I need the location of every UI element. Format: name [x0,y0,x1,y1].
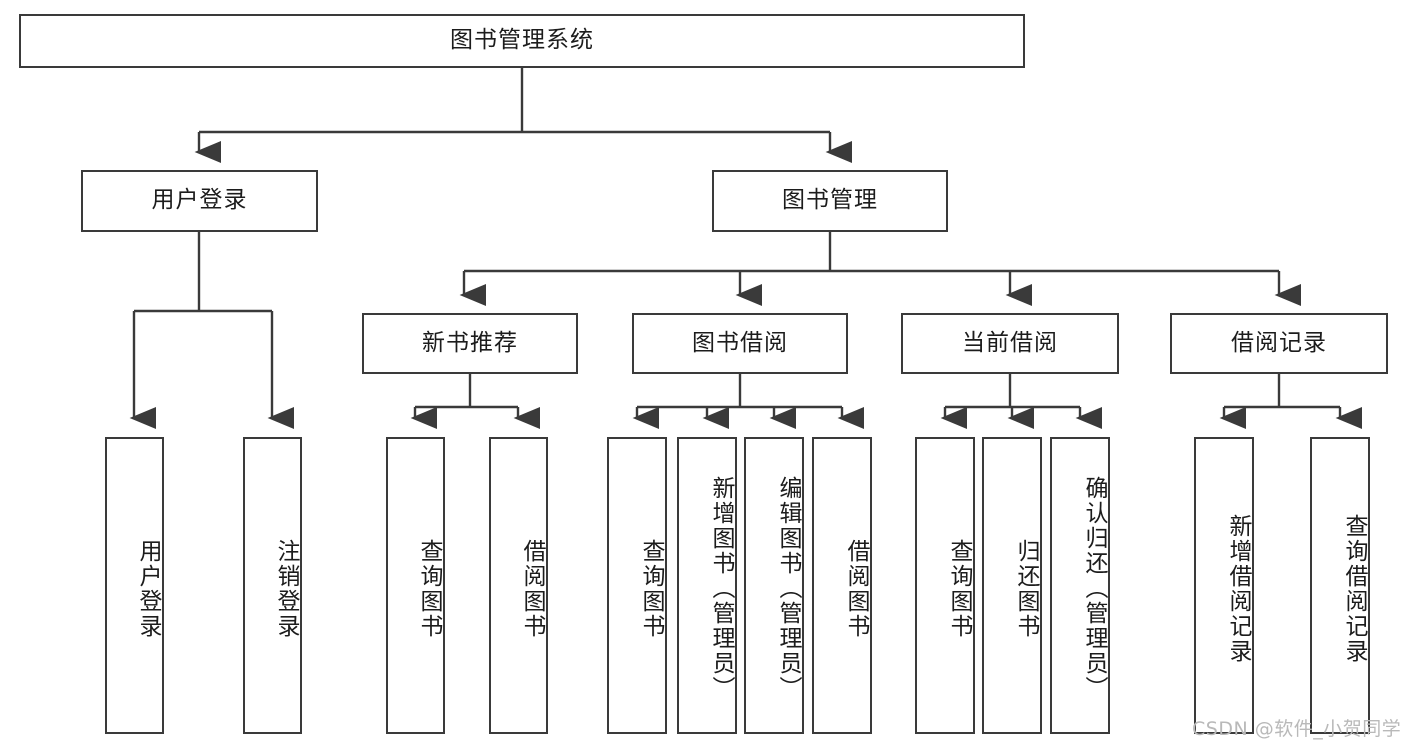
leaf-add-book[interactable]: 新增图书（管理员） [677,437,737,734]
node-book-management[interactable]: 图书管理 [712,170,948,232]
leaf-query-record-label: 查询借阅记录 [1341,513,1367,664]
node-borrow-record[interactable]: 借阅记录 [1170,313,1388,374]
node-new-book-recommend[interactable]: 新书推荐 [362,313,578,374]
node-new-book-recommend-label: 新书推荐 [422,329,518,356]
leaf-edit-book-label: 编辑图书（管理员） [775,476,801,701]
node-root[interactable]: 图书管理系统 [19,14,1025,68]
leaf-query-record[interactable]: 查询借阅记录 [1310,437,1370,734]
node-borrow-record-label: 借阅记录 [1231,329,1327,356]
node-user-login-label: 用户登录 [151,187,248,214]
leaf-add-record-label: 新增借阅记录 [1225,513,1251,664]
node-user-login[interactable]: 用户登录 [81,170,318,232]
node-book-borrow-label: 图书借阅 [692,329,788,356]
leaf-borrow-book-2-label: 借阅图书 [843,538,869,639]
node-current-borrow[interactable]: 当前借阅 [901,313,1119,374]
leaf-return-book[interactable]: 归还图书 [982,437,1042,734]
leaf-logout-login-label: 注销登录 [273,538,299,639]
watermark-csdn: CSDN @软件_小贺同学 [1192,718,1402,740]
leaf-query-book-3-label: 查询图书 [946,538,972,639]
leaf-query-book-2[interactable]: 查询图书 [607,437,667,734]
leaf-query-book-2-label: 查询图书 [638,538,664,639]
leaf-add-book-label: 新增图书（管理员） [708,476,734,701]
leaf-edit-book[interactable]: 编辑图书（管理员） [744,437,804,734]
leaf-logout-login[interactable]: 注销登录 [243,437,302,734]
leaf-user-login[interactable]: 用户登录 [105,437,164,734]
leaf-confirm-return[interactable]: 确认归还（管理员） [1050,437,1110,734]
leaf-borrow-book-1[interactable]: 借阅图书 [489,437,548,734]
leaf-confirm-return-label: 确认归还（管理员） [1081,476,1107,701]
leaf-query-book-1[interactable]: 查询图书 [386,437,445,734]
leaf-borrow-book-2[interactable]: 借阅图书 [812,437,872,734]
leaf-add-record[interactable]: 新增借阅记录 [1194,437,1254,734]
leaf-query-book-3[interactable]: 查询图书 [915,437,975,734]
leaf-return-book-label: 归还图书 [1013,538,1039,639]
leaf-user-login-label: 用户登录 [135,538,161,639]
node-book-borrow[interactable]: 图书借阅 [632,313,848,374]
leaf-borrow-book-1-label: 借阅图书 [519,538,545,639]
node-root-label: 图书管理系统 [450,27,594,54]
node-current-borrow-label: 当前借阅 [962,329,1058,356]
node-book-management-label: 图书管理 [782,187,878,214]
leaf-query-book-1-label: 查询图书 [416,538,442,639]
